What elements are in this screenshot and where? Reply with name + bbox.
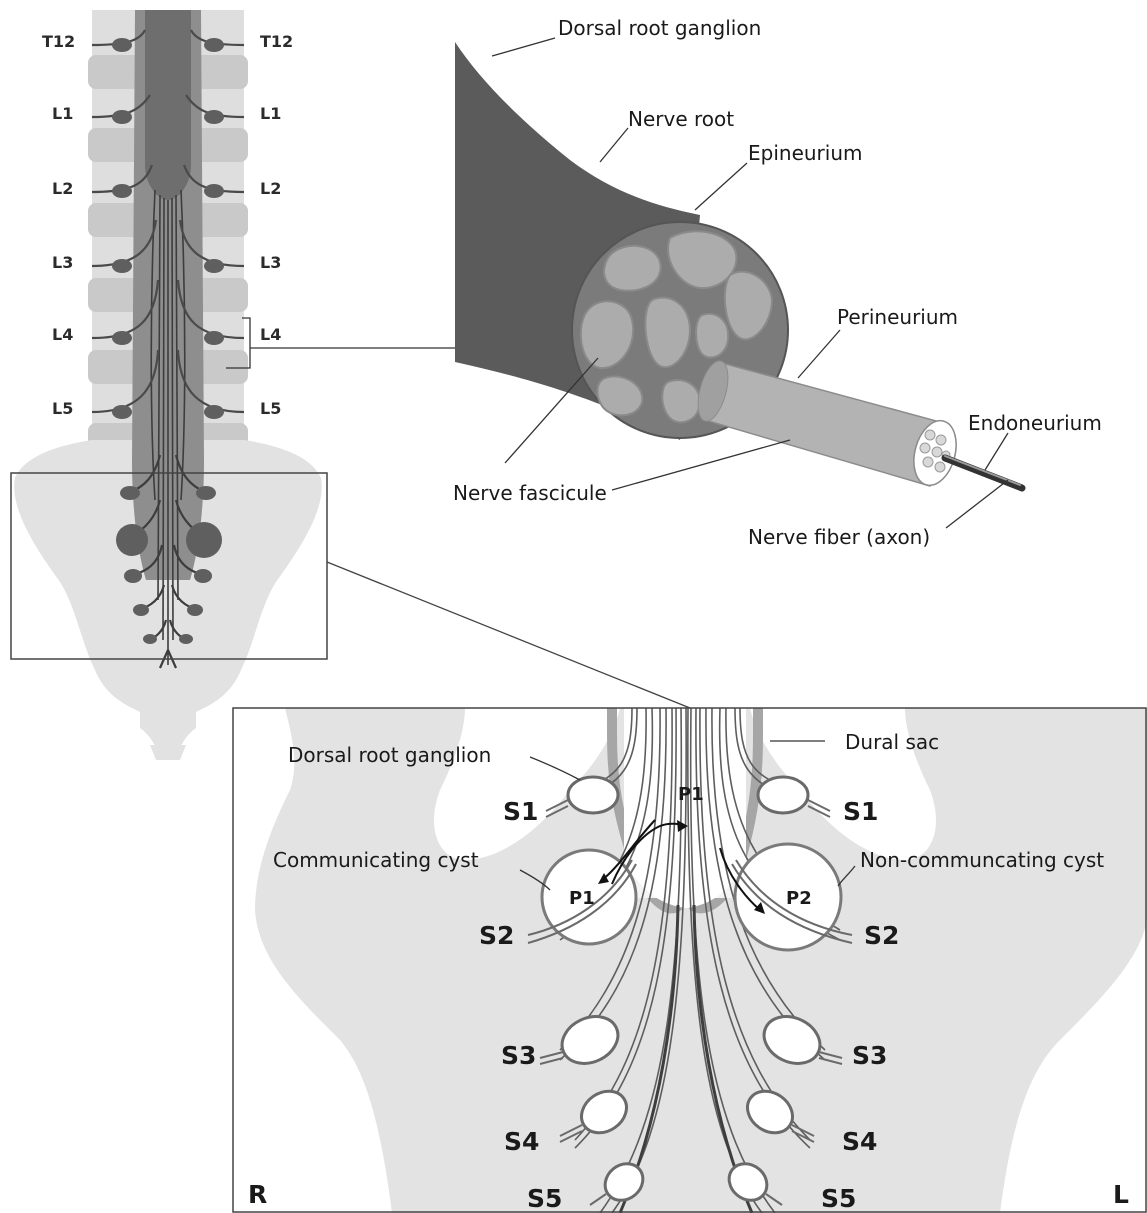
label-nerve-root: Nerve root: [628, 107, 734, 131]
sacral-detail-panel: Dorsal root ganglion Dural sac Communica…: [233, 708, 1147, 1213]
label-l4-left: L4: [260, 325, 281, 344]
label-perineurium: Perineurium: [837, 305, 958, 329]
label-s5-right: S5: [527, 1184, 562, 1213]
label-l4-right: L4: [52, 325, 73, 344]
label-p1-thecal: P1: [678, 784, 704, 805]
level-labels-left: T12 L1 L2 L3 L4 L5: [260, 32, 293, 418]
label-l3-left: L3: [260, 253, 281, 272]
coccyx: [150, 745, 186, 760]
label-s1-left: S1: [843, 797, 878, 826]
label-s4-right: S4: [504, 1127, 539, 1156]
label-s2-left: S2: [864, 921, 899, 950]
level-labels-right: T12 L1 L2 L3 L4 L5: [42, 32, 75, 418]
label-l2-right: L2: [52, 179, 73, 198]
axon: [945, 458, 1022, 488]
label-nerve-fascicule: Nerve fascicule: [453, 481, 607, 505]
zoom-connector-line: [327, 562, 690, 708]
label-t12-right: T12: [42, 32, 75, 51]
label-side-l: L: [1113, 1180, 1129, 1209]
label-s2-right: S2: [479, 921, 514, 950]
axon-highlight: [945, 456, 1020, 485]
label-t12-left: T12: [260, 32, 293, 51]
label-l1-right: L1: [52, 104, 73, 123]
label-l2-left: L2: [260, 179, 281, 198]
label-l5-left: L5: [260, 399, 281, 418]
label-s5-left: S5: [821, 1184, 856, 1213]
label-nerve-fiber: Nerve fiber (axon): [748, 525, 930, 549]
label-s1-right: S1: [503, 797, 538, 826]
perineurium-tube: [705, 363, 940, 486]
label-p1-cyst: P1: [569, 888, 595, 909]
label-endoneurium: Endoneurium: [968, 411, 1102, 435]
label-l5-right: L5: [52, 399, 73, 418]
label-s3-right: S3: [501, 1041, 536, 1070]
label-s4-left: S4: [842, 1127, 877, 1156]
label-p2-cyst: P2: [786, 888, 812, 909]
conus-medullaris: [145, 10, 191, 200]
label-dural-sac: Dural sac: [845, 730, 939, 754]
nerve-cross-section: Dorsal root ganglion Nerve root Epineuri…: [453, 16, 1102, 549]
label-side-r: R: [248, 1180, 267, 1209]
label-s3-left: S3: [852, 1041, 887, 1070]
label-non-communicating-cyst: Non-communcating cyst: [860, 848, 1104, 872]
label-dorsal-root-ganglion-top: Dorsal root ganglion: [558, 16, 761, 40]
label-dorsal-root-ganglion-sacral: Dorsal root ganglion: [288, 743, 491, 767]
label-l1-left: L1: [260, 104, 281, 123]
label-epineurium: Epineurium: [748, 141, 862, 165]
label-communicating-cyst: Communicating cyst: [273, 848, 479, 872]
label-l3-right: L3: [52, 253, 73, 272]
